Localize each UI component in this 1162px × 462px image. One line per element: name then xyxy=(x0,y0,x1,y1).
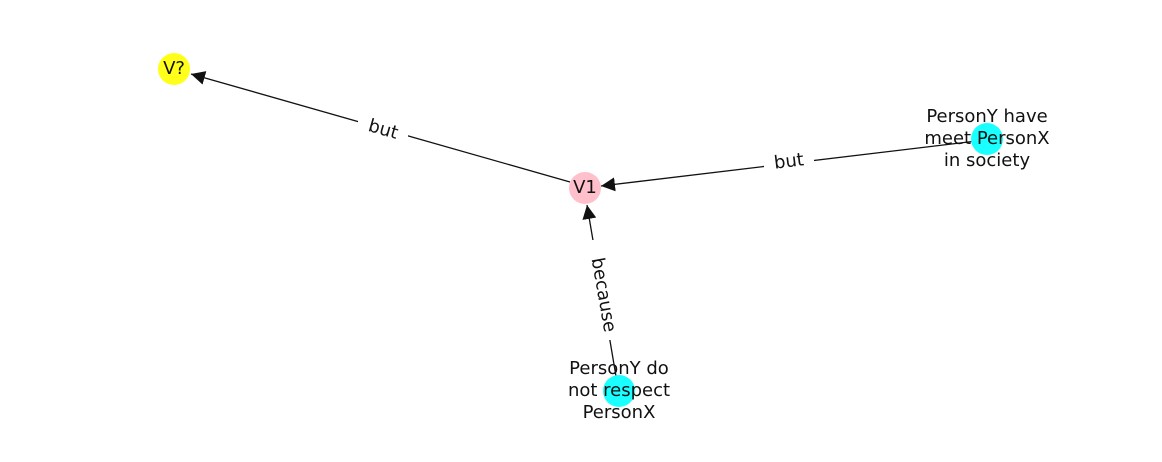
node-label-line-1: PersonY do xyxy=(569,358,669,379)
node-label-line-1: PersonY have xyxy=(926,106,1047,127)
node-circle xyxy=(158,53,190,85)
edge-met-to-v1: but xyxy=(600,139,986,192)
node-label: V1 xyxy=(573,177,597,198)
node-circle xyxy=(971,123,1003,155)
node-label-line-3: PersonX xyxy=(583,402,656,423)
node-persony-not-respect-personx: PersonY do not respect PersonX xyxy=(568,358,670,423)
node-v1: V1 xyxy=(569,172,601,204)
edge-label-but-2: but xyxy=(773,149,805,173)
edge-label-bg xyxy=(358,115,408,143)
node-v-unknown: V? xyxy=(158,53,190,85)
node-label: V? xyxy=(163,58,185,79)
edge-label-bg xyxy=(764,148,814,176)
node-circle xyxy=(569,172,601,204)
node-label-line-2: meet PersonX xyxy=(924,128,1049,149)
edge-v1-to-vunknown: but xyxy=(190,71,571,183)
edge-label-bg xyxy=(588,240,618,340)
edge-respect-to-v1: because xyxy=(582,204,620,389)
node-label-line-3: in society xyxy=(944,150,1031,171)
node-circle xyxy=(603,375,635,407)
node-label-line-2: not respect xyxy=(568,380,670,401)
node-persony-have-met-personx: PersonY have meet PersonX in society xyxy=(924,106,1049,171)
